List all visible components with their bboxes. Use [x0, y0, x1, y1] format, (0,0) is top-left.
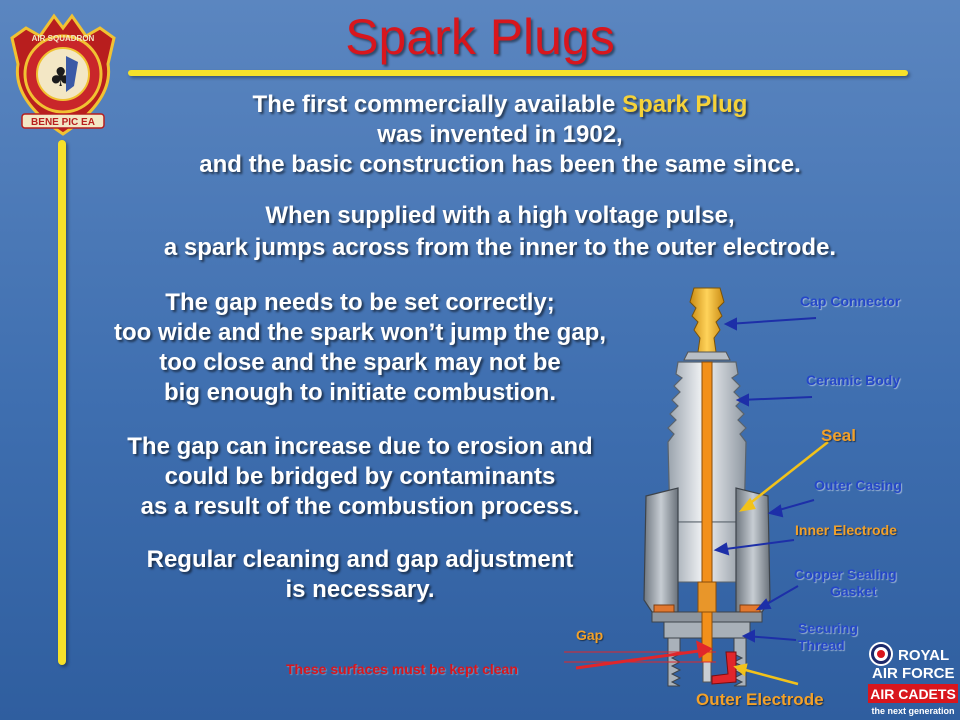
gap-line2: too wide and the spark won’t jump the ga… [113, 319, 607, 346]
label-ceramic-body: Ceramic Body [806, 372, 901, 388]
inner-electrode-part [701, 361, 713, 663]
copper-gasket-right [739, 604, 761, 613]
intro-highlight: Spark Plug [622, 91, 748, 118]
slide-title: Spark Plugs [345, 9, 615, 65]
raf-line4: the next generation [871, 706, 954, 716]
intro-line1-text: The first commercially available [252, 91, 623, 118]
outer-electrode-part [711, 651, 737, 685]
erosion-paragraph: The gap can increase due to erosion and … [72, 432, 648, 522]
label-copper-gasket-line1: Copper Sealing [794, 566, 897, 582]
badge-ring-text: AIR SQUADRON [32, 34, 95, 43]
erosion-line3: as a result of the combustion process. [140, 493, 580, 520]
intro-line3: and the basic construction has been the … [199, 151, 801, 178]
raf-roundel-icon: ROYAL AIR FORCE AIR CADETS the next gene… [868, 642, 958, 716]
cap-connector-part [683, 287, 731, 361]
gap-line4: big enough to initiate combustion. [164, 379, 556, 406]
label-securing-line1: Securing [798, 620, 858, 636]
intro-line2: was invented in 1902, [377, 121, 623, 148]
label-clean-note: These surfaces must be kept clean [286, 661, 518, 677]
label-outer-electrode: Outer Electrode [696, 690, 824, 709]
cleaning-paragraph: Regular cleaning and gap adjustment is n… [72, 545, 648, 605]
label-outer-casing: Outer Casing [814, 477, 902, 493]
voltage-line1: When supplied with a high voltage pulse, [265, 202, 735, 229]
raf-line2: AIR FORCE [872, 665, 955, 682]
seal-part [697, 581, 717, 613]
gap-paragraph: The gap needs to be set correctly; too w… [72, 288, 648, 408]
label-cap-connector: Cap Connector [800, 293, 901, 309]
label-gap: Gap [576, 627, 604, 643]
erosion-line1: The gap can increase due to erosion and [127, 433, 593, 460]
raf-line3: AIR CADETS [870, 686, 956, 702]
label-seal: Seal [821, 426, 856, 445]
gap-line1: The gap needs to be set correctly; [165, 289, 555, 316]
frame-horizontal-line [128, 70, 908, 76]
copper-gasket-left [653, 604, 675, 613]
badge-motto: BENE PIC EA [31, 117, 95, 128]
cleaning-line1: Regular cleaning and gap adjustment [146, 546, 574, 573]
label-inner-electrode: Inner Electrode [795, 522, 897, 538]
raf-line1: ROYAL [898, 647, 949, 664]
spark-plug-diagram [564, 287, 829, 687]
cleaning-line2: is necessary. [285, 576, 435, 603]
voltage-paragraph: When supplied with a high voltage pulse,… [90, 200, 910, 264]
frame-vertical-line [58, 140, 66, 665]
voltage-line2: a spark jumps across from the inner to t… [163, 234, 837, 261]
label-securing-line2: Thread [798, 637, 845, 653]
intro-paragraph: The first commercially available Spark P… [90, 90, 910, 180]
gap-line3: too close and the spark may not be [159, 349, 561, 376]
squadron-crest-icon: ♣ BENE PIC EA AIR SQUADRON [10, 13, 116, 136]
erosion-line2: could be bridged by contaminants [164, 463, 556, 490]
label-copper-gasket-line2: Gasket [830, 583, 877, 599]
